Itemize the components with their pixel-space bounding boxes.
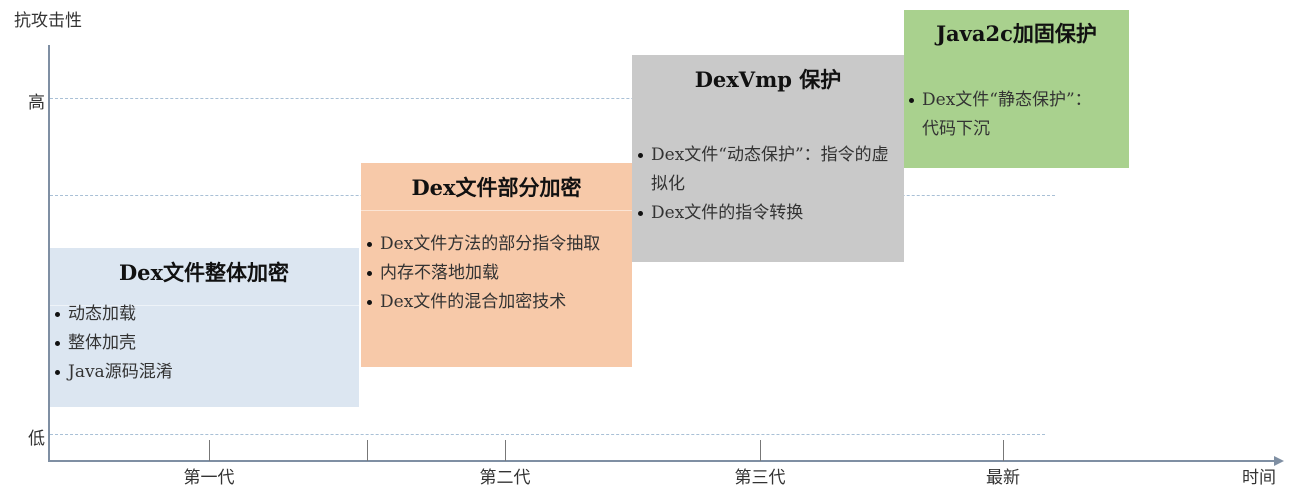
x-tick bbox=[367, 440, 368, 461]
list-item: Dex文件“动态保护”：指令的虚拟化 bbox=[637, 141, 896, 199]
stage-box-gen2: Dex文件部分加密 Dex文件方法的部分指令抽取 内存不落地加载 Dex文件的混… bbox=[361, 163, 632, 367]
x-axis-arrow-icon bbox=[1274, 456, 1284, 466]
stage-box-gen1: Dex文件整体加密 动态加载 整体加壳 Java源码混淆 bbox=[49, 248, 359, 407]
stage-title: DexVmp 保护 bbox=[694, 67, 842, 92]
list-item: Dex文件方法的部分指令抽取 bbox=[366, 230, 626, 259]
stage-title: Dex文件部分加密 bbox=[411, 175, 582, 200]
list-item: Dex文件的混合加密技术 bbox=[366, 288, 626, 317]
x-tick-label: 第二代 bbox=[479, 468, 531, 488]
x-axis-line bbox=[48, 460, 1276, 462]
gridline-low bbox=[50, 434, 1045, 435]
stage-items: Dex文件方法的部分指令抽取 内存不落地加载 Dex文件的混合加密技术 bbox=[366, 230, 626, 317]
list-item: Dex文件的指令转换 bbox=[637, 199, 896, 228]
list-item: Dex文件“静态保护”：代码下沉 bbox=[908, 86, 1099, 144]
y-level-low: 低 bbox=[28, 429, 45, 449]
list-item: 整体加壳 bbox=[54, 329, 173, 358]
stage-items: 动态加载 整体加壳 Java源码混淆 bbox=[54, 300, 173, 387]
stage-box-latest: Java2c加固保护 Dex文件“静态保护”：代码下沉 bbox=[904, 10, 1129, 168]
stage-title: Dex文件整体加密 bbox=[118, 260, 290, 285]
y-axis-line bbox=[48, 45, 50, 462]
stage-box-gen3: DexVmp 保护 Dex文件“动态保护”：指令的虚拟化 Dex文件的指令转换 bbox=[632, 55, 904, 262]
y-axis-label: 抗攻击性 bbox=[14, 11, 82, 31]
x-tick-label: 第三代 bbox=[734, 468, 786, 488]
list-item: Java源码混淆 bbox=[54, 358, 173, 387]
x-axis-label: 时间 bbox=[1242, 468, 1276, 488]
x-tick-label: 最新 bbox=[986, 468, 1020, 488]
list-item: 动态加载 bbox=[54, 300, 173, 329]
stage-items: Dex文件“静态保护”：代码下沉 bbox=[908, 86, 1099, 144]
gridline-high bbox=[50, 98, 905, 99]
stage-title: Java2c加固保护 bbox=[936, 21, 1097, 46]
x-tick bbox=[505, 440, 506, 461]
x-tick bbox=[209, 440, 210, 461]
x-tick bbox=[1003, 440, 1004, 461]
x-tick bbox=[760, 440, 761, 461]
stage-items: Dex文件“动态保护”：指令的虚拟化 Dex文件的指令转换 bbox=[637, 141, 896, 228]
list-item: 内存不落地加载 bbox=[366, 259, 626, 288]
x-tick-label: 第一代 bbox=[183, 468, 235, 488]
y-level-high: 高 bbox=[28, 93, 45, 113]
